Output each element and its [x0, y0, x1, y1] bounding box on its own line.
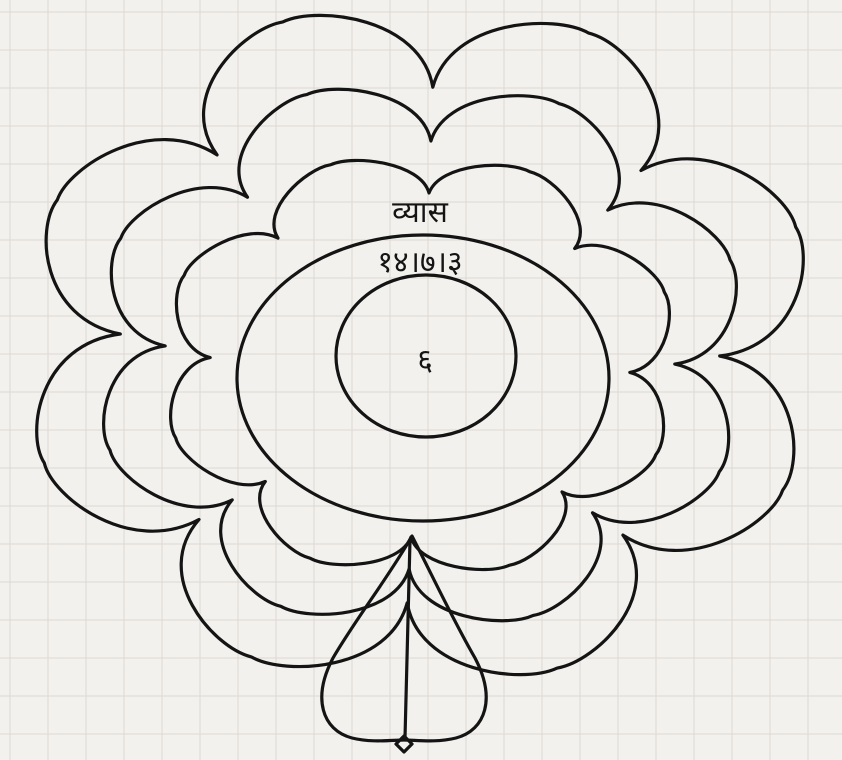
inner-value: ६ — [417, 343, 433, 378]
vyas-label: व्यास — [392, 195, 448, 230]
diameter-value: १४।७।३ — [377, 245, 462, 280]
